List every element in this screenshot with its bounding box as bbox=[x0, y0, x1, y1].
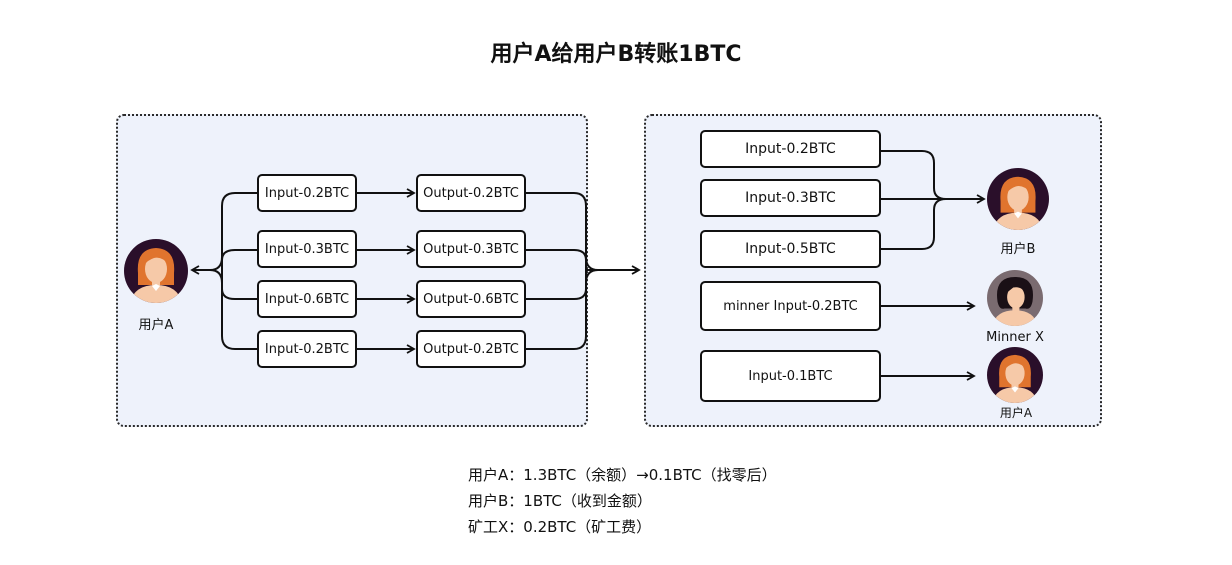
change-box: Input-0.1BTC bbox=[700, 350, 881, 402]
summary-line: 用户A：1.3BTC（余额）→0.1BTC（找零后） bbox=[468, 466, 777, 484]
miner-fee-box: minner Input-0.2BTC bbox=[700, 281, 881, 331]
user-a-avatar-icon bbox=[124, 239, 188, 303]
summary-line: 矿工X：0.2BTC（矿工费） bbox=[468, 518, 652, 536]
input-box: Input-0.2BTC bbox=[257, 174, 357, 212]
user-b-avatar-icon bbox=[987, 168, 1049, 230]
input-box: Input-0.3BTC bbox=[257, 230, 357, 268]
diagram-title: 用户A给用户B转账1BTC bbox=[490, 42, 742, 67]
user-a-change-avatar-icon bbox=[987, 347, 1043, 403]
output-box: Output-0.2BTC bbox=[416, 330, 526, 368]
miner-label: Minner X bbox=[986, 330, 1044, 345]
user-a-label: 用户A bbox=[138, 318, 174, 333]
miner-avatar-icon bbox=[987, 270, 1043, 326]
balance-summary: 用户A：1.3BTC（余额）→0.1BTC（找零后） 用户B：1BTC（收到金额… bbox=[468, 462, 777, 540]
input-box: Input-0.2BTC bbox=[700, 130, 881, 168]
input-box: Input-0.6BTC bbox=[257, 280, 357, 318]
input-box: Input-0.5BTC bbox=[700, 230, 881, 268]
output-box: Output-0.3BTC bbox=[416, 230, 526, 268]
output-box: Output-0.2BTC bbox=[416, 174, 526, 212]
summary-line: 用户B：1BTC（收到金额） bbox=[468, 492, 652, 510]
user-a-change-label: 用户A bbox=[999, 406, 1033, 420]
user-b-label: 用户B bbox=[1000, 242, 1036, 257]
input-box: Input-0.2BTC bbox=[257, 330, 357, 368]
output-box: Output-0.6BTC bbox=[416, 280, 526, 318]
input-box: Input-0.3BTC bbox=[700, 179, 881, 217]
